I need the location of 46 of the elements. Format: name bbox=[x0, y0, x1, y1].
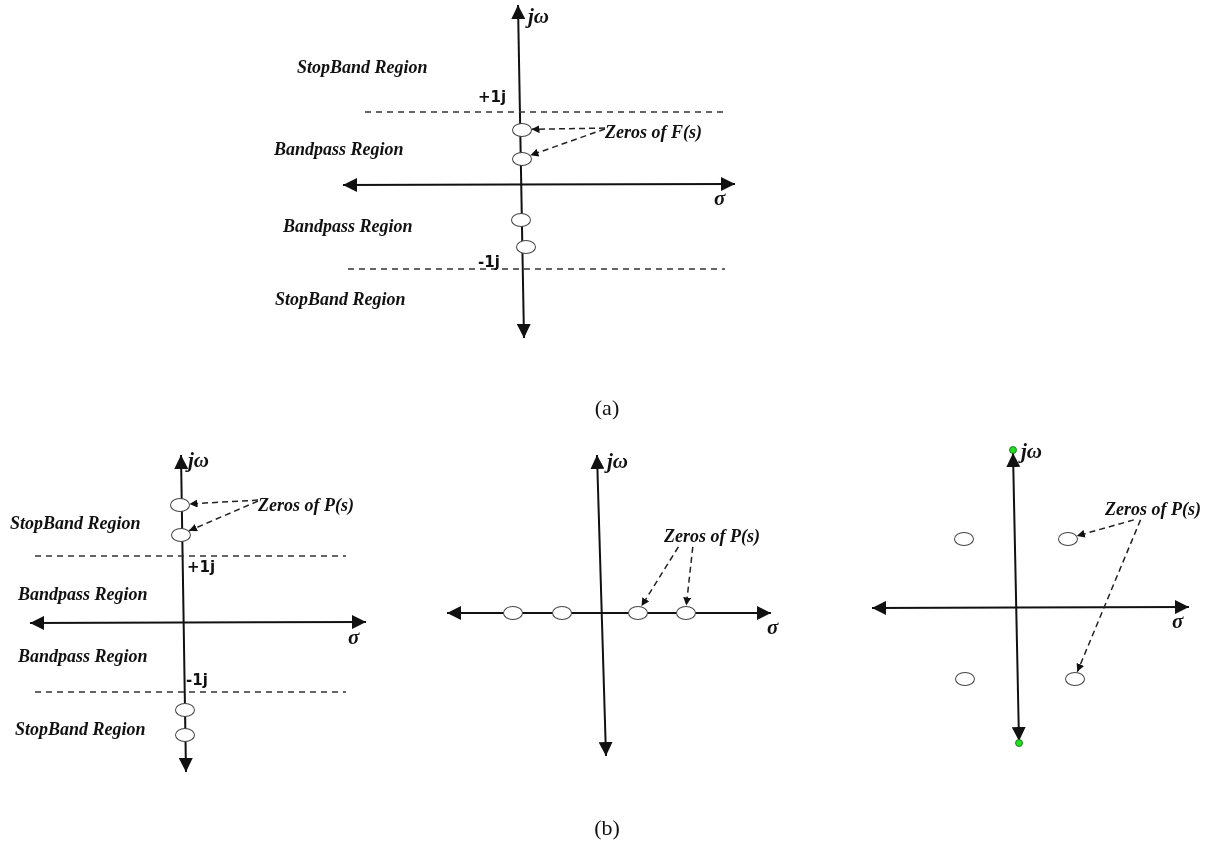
tick-label: +1j bbox=[187, 558, 216, 576]
leader-arrow bbox=[1076, 519, 1135, 538]
axis-label: σ bbox=[348, 626, 360, 650]
zero-marker bbox=[502, 605, 523, 620]
leader-arrow bbox=[683, 546, 694, 607]
region-label: Bandpass Region bbox=[18, 585, 148, 605]
zero-marker bbox=[1057, 531, 1078, 546]
leader-arrow bbox=[530, 125, 606, 134]
tick-label: -1j bbox=[478, 253, 500, 271]
region-label: StopBand Region bbox=[10, 514, 141, 534]
zero-marker bbox=[510, 212, 531, 227]
region-label: Bandpass Region bbox=[283, 217, 413, 237]
zero-marker bbox=[169, 497, 190, 512]
region-label: Bandpass Region bbox=[18, 647, 148, 667]
zero-marker bbox=[174, 702, 195, 717]
leader-arrow bbox=[188, 499, 259, 508]
zero-marker bbox=[954, 671, 975, 686]
zero-marker bbox=[953, 531, 974, 546]
axis-label: σ bbox=[714, 187, 726, 211]
region-label: StopBand Region bbox=[297, 58, 428, 78]
zero-marker bbox=[1064, 671, 1085, 686]
leader-arrow bbox=[529, 128, 606, 157]
zero-marker bbox=[515, 239, 536, 254]
zero-marker bbox=[511, 122, 532, 137]
region-label: StopBand Region bbox=[275, 290, 406, 310]
region-label: Bandpass Region bbox=[274, 140, 404, 160]
zero-marker bbox=[174, 727, 195, 742]
axis-label: σ bbox=[767, 616, 779, 640]
zero-marker bbox=[675, 605, 696, 620]
annotation-text: Zeros of P(s) bbox=[664, 527, 760, 547]
leader-arrow bbox=[1076, 519, 1142, 673]
leader-arrow bbox=[188, 500, 259, 532]
zero-marker bbox=[627, 605, 648, 620]
region-label: StopBand Region bbox=[15, 720, 146, 740]
annotation-text: Zeros of P(s) bbox=[258, 496, 354, 516]
annotation-text: Zeros of P(s) bbox=[1105, 500, 1201, 520]
axis-label: σ bbox=[1172, 610, 1184, 634]
panel-label: (a) bbox=[594, 395, 620, 421]
tick-label: -1j bbox=[186, 671, 208, 689]
annotation-text: Zeros of F(s) bbox=[605, 123, 702, 143]
leader-arrow bbox=[640, 546, 680, 607]
zero-marker bbox=[551, 605, 572, 620]
tick-label: +1j bbox=[478, 88, 507, 106]
zero-marker bbox=[511, 151, 532, 166]
zero-marker bbox=[170, 527, 191, 542]
panel-label: (b) bbox=[594, 815, 620, 841]
